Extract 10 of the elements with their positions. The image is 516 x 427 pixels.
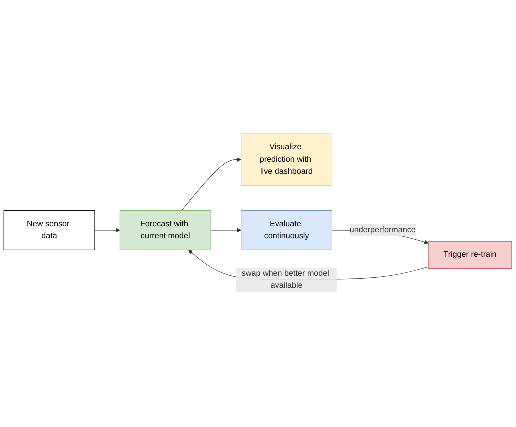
node-box: Evaluate continuously <box>241 210 332 251</box>
edge-label: underperformance <box>350 226 416 235</box>
node-box: Visualize prediction with live dashboard <box>241 134 332 186</box>
node-box: Trigger re-train <box>428 242 512 270</box>
node-box: Forecast with current model <box>120 210 212 251</box>
edge-label: swap when better model available <box>242 270 330 290</box>
arrow <box>210 228 242 234</box>
arrow <box>94 228 120 234</box>
arrow <box>182 158 242 212</box>
node-box: New sensor data <box>4 210 96 251</box>
